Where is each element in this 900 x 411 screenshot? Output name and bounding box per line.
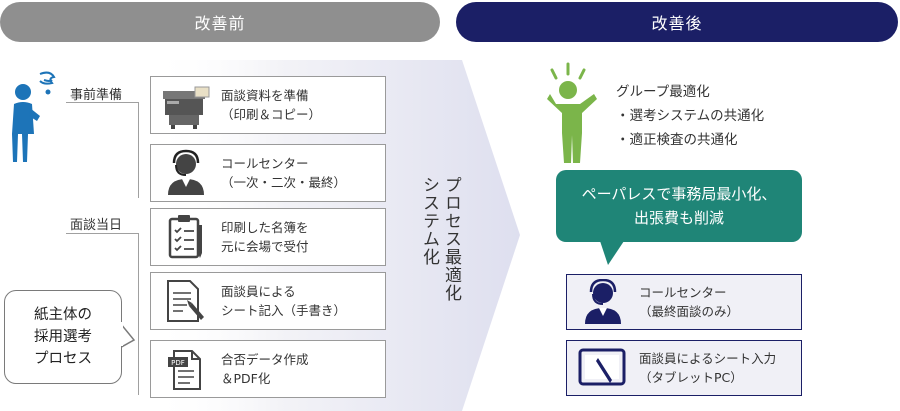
step-pdf-conversion: PDF 合否データ作成＆PDF化 (150, 340, 386, 398)
step-handwritten-sheet: 面談員によるシート記入（手書き） (150, 272, 386, 330)
step-call-center: コールセンター（一次・二次・最終） (150, 144, 386, 202)
clipboard-icon (151, 209, 221, 265)
thinking-person-icon (12, 71, 56, 162)
operator-icon (151, 145, 221, 201)
stage-label-day: 面談当日 (70, 218, 123, 233)
bracket-prep (138, 102, 139, 198)
handwriting-icon (151, 273, 221, 329)
bubble-pointer (600, 241, 624, 265)
after-header: 改善後 (456, 2, 898, 42)
stage-label-prep: 事前準備 (70, 88, 123, 103)
copier-icon (151, 77, 221, 133)
operator-icon (567, 275, 639, 329)
after-call-center: コールセンター（最終面談のみ） (566, 274, 802, 330)
svg-text:PDF: PDF (171, 359, 185, 367)
paper-process-callout: 紙主体の 採用選考 プロセス (4, 290, 122, 384)
bracket-day (138, 233, 139, 395)
after-points: グループ最適化 ・選考システムの共通化 ・適正検査の共通化 (616, 84, 765, 148)
arrow-caption: プロセス最適化 システム化 (419, 176, 461, 302)
excited-person-icon (547, 62, 597, 163)
step-prepare-materials: 面談資料を準備（印刷＆コピー） (150, 76, 386, 134)
tablet-icon (567, 341, 639, 395)
before-header: 改善前 (0, 2, 440, 42)
after-tablet-input: 面談員によるシート入力（タブレットPC） (566, 340, 802, 396)
step-reception: 印刷した名簿を元に会場で受付 (150, 208, 386, 266)
paperless-bubble: ペーパレスで事務局最小化、 出張費も削減 (556, 170, 802, 242)
pdf-icon: PDF (151, 341, 221, 397)
